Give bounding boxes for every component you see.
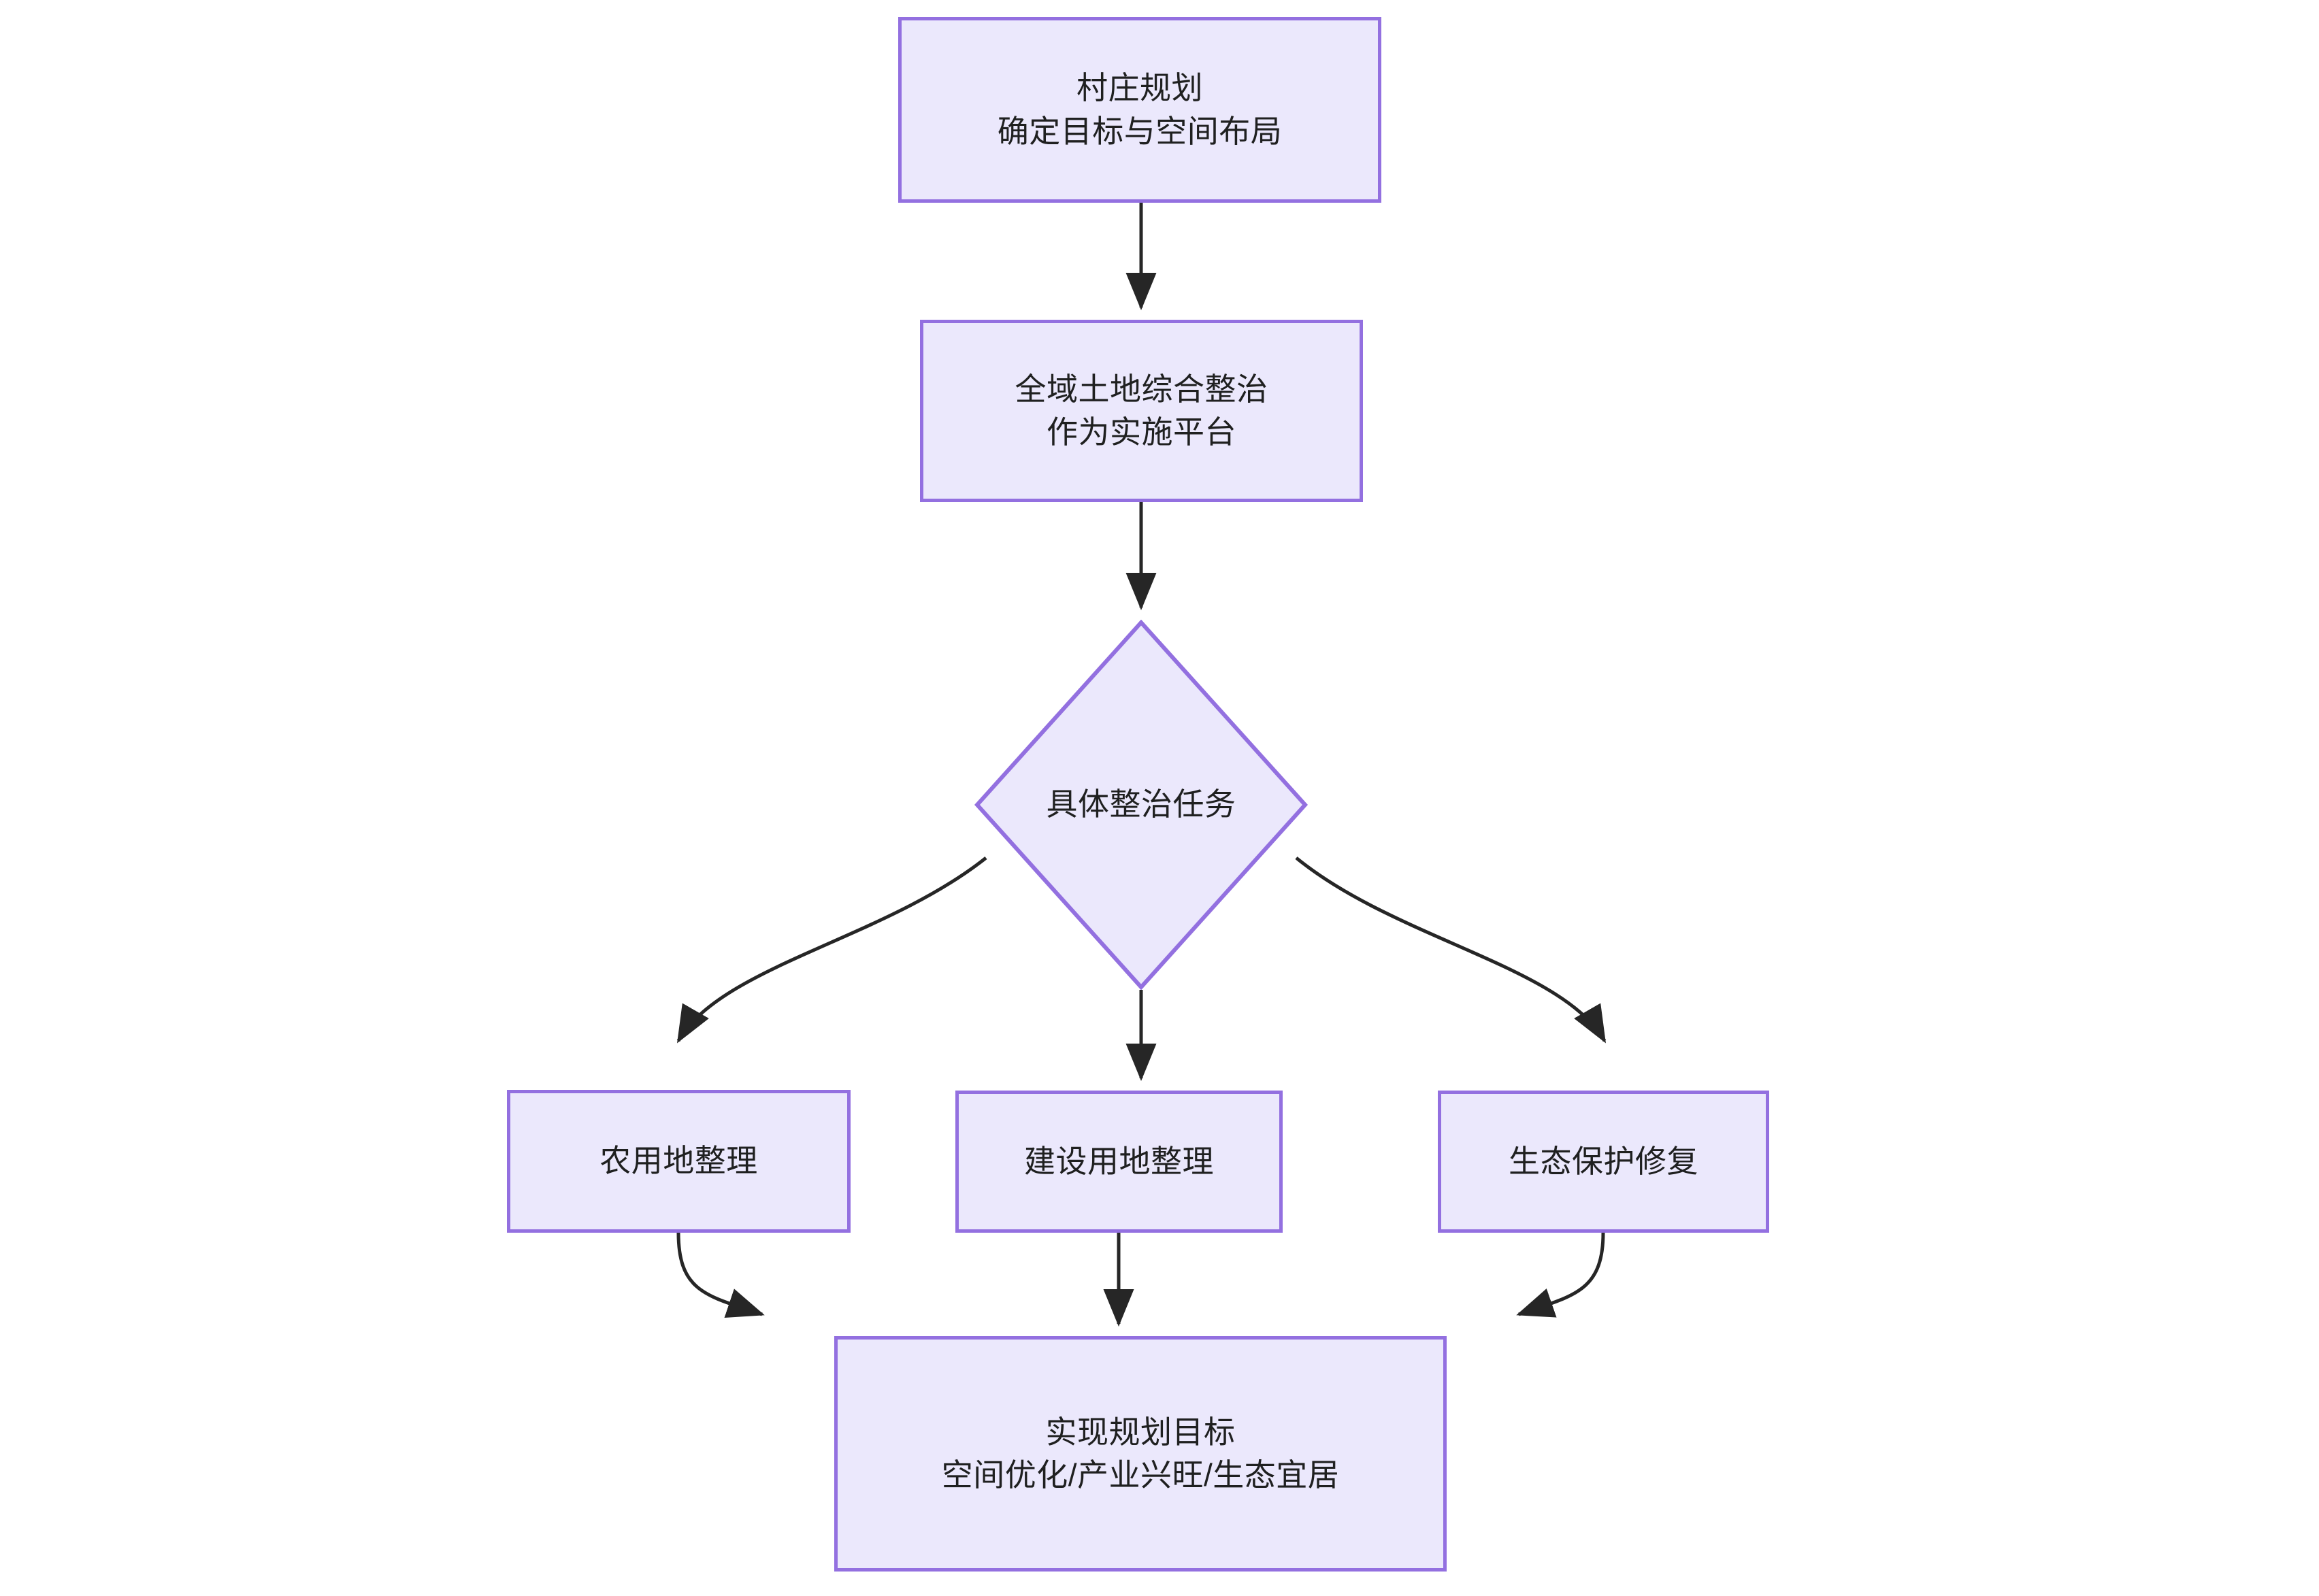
node-planning-goal[interactable]: 实现规划目标 空间优化/产业兴旺/生态宜居: [834, 1336, 1447, 1572]
node-specific-tasks-decision-label: 具体整治任务: [1046, 786, 1236, 822]
node-construction-land-consolidation[interactable]: 建设用地整理: [955, 1091, 1283, 1233]
edge-tasks-to-ecology: [1295, 857, 1607, 1044]
node-ecological-protection-restoration-label: 生态保护修复: [1509, 1143, 1698, 1179]
diamond-shape-icon: [974, 620, 1308, 990]
node-construction-land-consolidation-label: 建设用地整理: [1024, 1143, 1214, 1179]
edge-ecology-to-goal: [1516, 1232, 1605, 1318]
node-land-consolidation-platform-label: 全域土地综合整治 作为实施平台: [1015, 371, 1268, 450]
node-land-consolidation-platform[interactable]: 全域土地综合整治 作为实施平台: [920, 320, 1363, 502]
edge-farmland-to-goal: [676, 1232, 765, 1318]
node-farmland-consolidation-label: 农用地整理: [599, 1143, 758, 1179]
node-ecological-protection-restoration[interactable]: 生态保护修复: [1438, 1091, 1769, 1233]
node-village-planning-label: 村庄规划 确定目标与空间布局: [997, 70, 1283, 149]
node-farmland-consolidation[interactable]: 农用地整理: [507, 1090, 851, 1233]
node-specific-tasks-decision[interactable]: 具体整治任务: [974, 620, 1308, 990]
edge-tasks-to-farmland: [676, 857, 987, 1044]
node-village-planning[interactable]: 村庄规划 确定目标与空间布局: [898, 17, 1381, 203]
node-planning-goal-label: 实现规划目标 空间优化/产业兴旺/生态宜居: [941, 1414, 1340, 1493]
